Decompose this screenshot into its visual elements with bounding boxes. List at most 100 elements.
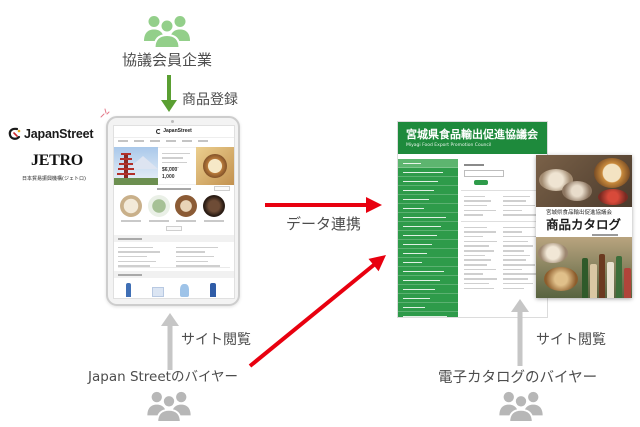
bottle [582, 258, 588, 298]
sidebar-nav-item [398, 222, 458, 231]
section-title [157, 188, 191, 190]
product-registration-label: 商品登録 [182, 92, 238, 108]
sidebar-nav-item [398, 186, 458, 195]
text-line-placeholder [403, 225, 442, 227]
sidebar-nav-item [398, 231, 458, 240]
text-line-placeholder [403, 162, 421, 164]
text-line-placeholder [503, 245, 534, 247]
text-line-placeholder [118, 265, 150, 267]
oyster-shape [538, 243, 568, 263]
text-line-placeholder [464, 264, 488, 266]
oyster-shape [562, 181, 592, 201]
buyer-to-catalog-arrow-head [368, 255, 386, 272]
bottle [590, 264, 597, 298]
data-link-label: データ連携 [286, 215, 362, 233]
tablet-camera [171, 120, 174, 123]
text-line-placeholder [162, 152, 190, 155]
text-line-placeholder [118, 251, 160, 253]
text-line-placeholder [464, 226, 488, 229]
view-all-button [214, 186, 230, 191]
text-line-placeholder [403, 252, 427, 254]
council-site-header: 宮城県食品輸出促進協議会 Miyagi Food Export Promotio… [398, 122, 547, 154]
council-site-main [461, 159, 547, 317]
text-line-placeholder [403, 234, 437, 236]
text-line-placeholder [403, 297, 430, 299]
member-companies-people-icon [144, 16, 190, 49]
bottle [599, 254, 605, 298]
category-grid [503, 194, 539, 217]
member-companies-label: 協議会員企業 [122, 51, 213, 69]
section-header-text [118, 274, 142, 276]
food-plate [544, 267, 578, 291]
nav-item [182, 140, 192, 142]
text-line-placeholder [464, 240, 498, 243]
catalog-buyer-label: 電子カタログのバイヤー [438, 370, 598, 386]
text-line-placeholder [464, 231, 496, 233]
section-header-text [118, 238, 142, 240]
product-box [152, 287, 164, 297]
text-line-placeholder [464, 214, 483, 216]
text-line-placeholder [464, 287, 495, 290]
banner-stat: $6,000 [162, 167, 178, 173]
divider [461, 221, 547, 222]
jetro-logo: JETRO [31, 152, 83, 169]
pagoda-roof [120, 158, 132, 160]
bottle [624, 268, 631, 298]
catalog-top-photo [536, 155, 632, 207]
text-line-placeholder [464, 204, 488, 207]
text-line-placeholder [464, 268, 496, 271]
trees [114, 178, 158, 185]
nav-item [118, 140, 128, 142]
text-line-placeholder [464, 273, 483, 275]
text-line-placeholder [503, 259, 527, 261]
section-header [114, 271, 234, 278]
text-line-placeholder [503, 250, 524, 252]
product-bottle [126, 283, 131, 297]
category-list [176, 245, 226, 268]
banner-stat: 1,000 [162, 174, 175, 180]
text-line-placeholder [464, 259, 492, 261]
banner-text-box: $6,000 1,000 [158, 147, 196, 185]
text-line-placeholder [503, 231, 522, 233]
nav-item [166, 140, 176, 142]
council-site-title: 宮城県食品輸出促進協議会 [406, 128, 538, 141]
text-line-placeholder [503, 204, 535, 207]
sidebar-nav-item [398, 276, 458, 285]
text-line-placeholder [503, 195, 531, 198]
section-header [114, 235, 234, 242]
text-line-placeholder [403, 171, 444, 173]
text-line-placeholder [503, 264, 535, 266]
category-grid [464, 194, 500, 217]
text-line-placeholder [464, 282, 490, 285]
left-browse-label: サイト閲覧 [181, 332, 251, 348]
search-input [464, 170, 504, 177]
right-browse-label: サイト閲覧 [536, 332, 606, 348]
data-link-arrow-head [366, 197, 382, 213]
tablet-mockup: JapanStreet $6,000 [106, 116, 240, 306]
mountain-shape [128, 156, 158, 169]
text-line-placeholder [403, 189, 434, 191]
buyer-to-catalog-arrow [248, 255, 386, 368]
food-dish [598, 189, 628, 205]
data-link-arrow [265, 197, 382, 213]
text-line-placeholder [403, 180, 439, 182]
pagoda-roof [117, 173, 135, 175]
product-catalog-cover: 宮城県食品輸出促進協議会 商品カタログ [536, 155, 632, 298]
text-line-placeholder [118, 246, 153, 249]
text-line-placeholder [464, 235, 483, 238]
sidebar-nav-item [398, 294, 458, 303]
sidebar-nav-item [398, 258, 458, 267]
banner-copy [162, 151, 192, 170]
hero-banner: $6,000 1,000 [114, 147, 234, 185]
bottle [616, 256, 622, 298]
sidebar-nav-item [398, 177, 458, 186]
sidebar-nav-item [398, 159, 458, 168]
text-line-placeholder [503, 287, 524, 290]
pagoda-roof [119, 163, 133, 165]
product-label [176, 220, 196, 222]
sidebar-nav-item [398, 303, 458, 312]
japan-street-swirl-icon [8, 127, 21, 140]
catalog-date-line [592, 234, 618, 236]
left-browse-arrow [161, 313, 179, 370]
text-line-placeholder [403, 243, 432, 245]
